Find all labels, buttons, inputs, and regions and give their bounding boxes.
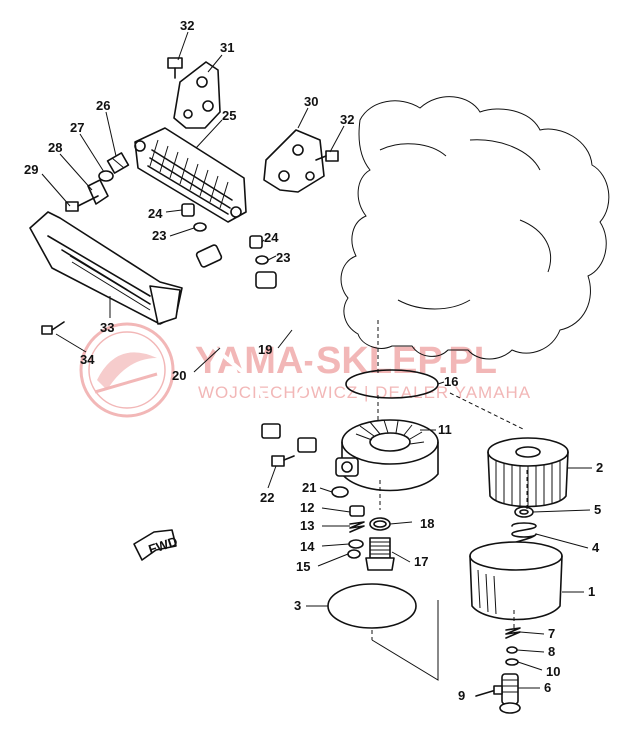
callout-10: 10: [546, 664, 560, 679]
oring-23-right: [255, 255, 269, 265]
callout-19: 19: [258, 342, 272, 357]
callout-17: 17: [414, 554, 428, 569]
fitting-27: [98, 170, 114, 182]
callout-22: 22: [260, 490, 274, 505]
callout-33: 33: [100, 320, 114, 335]
oil-cooler-25: [134, 127, 247, 223]
callout-23-left: 23: [152, 228, 166, 243]
callout-5: 5: [594, 502, 601, 517]
cap-12: [349, 505, 365, 517]
callout-30: 30: [304, 94, 318, 109]
callout-14: 14: [300, 539, 315, 554]
union-bolt-17: [365, 537, 395, 571]
callout-24-right: 24: [264, 230, 279, 245]
union-24-left: [181, 203, 195, 217]
callout-34: 34: [80, 352, 95, 367]
callout-8: 8: [548, 644, 555, 659]
callout-13: 13: [300, 518, 314, 533]
callout-20: 20: [172, 368, 186, 383]
callout-24-left: 24: [148, 206, 163, 221]
spring-7: [505, 627, 521, 639]
callout-32-top: 32: [180, 18, 194, 33]
callout-25: 25: [222, 108, 236, 123]
callout-29: 29: [24, 162, 38, 177]
callout-23-right: 23: [276, 250, 290, 265]
callout-16: 16: [444, 374, 458, 389]
screw-9: [475, 685, 503, 697]
callout-32-right: 32: [340, 112, 354, 127]
spring-13: [349, 521, 365, 533]
spring-4: [511, 522, 537, 545]
callout-27: 27: [70, 120, 84, 135]
washer-14: [348, 539, 364, 549]
bracket-31: [173, 61, 221, 129]
bolt-6: [499, 673, 521, 714]
bolt-22: [271, 455, 295, 467]
engine-outline: [340, 96, 610, 360]
fwd-arrow: FWD: [133, 529, 179, 561]
bolt-32-top: [167, 57, 183, 79]
clamp-28: [87, 179, 109, 205]
callout-11: 11: [438, 422, 452, 437]
callout-3: 3: [294, 598, 301, 613]
callout-6: 6: [544, 680, 551, 695]
fitting-26: [106, 152, 130, 174]
oring-18: [369, 517, 391, 531]
callout-31: 31: [220, 40, 234, 55]
callout-21: 21: [302, 480, 316, 495]
callout-1: 1: [588, 584, 595, 599]
callout-18: 18: [420, 516, 434, 531]
oil-pipe-19: [255, 271, 317, 453]
union-24-right: [249, 235, 263, 249]
callout-4: 4: [592, 540, 600, 555]
cooler-cover-33: [29, 211, 183, 325]
oring-23-left: [193, 222, 207, 232]
washer-5: [514, 506, 534, 518]
filter-cover-1: [469, 541, 563, 621]
bolt-29: [65, 195, 99, 212]
callout-15: 15: [296, 559, 310, 574]
screw-34: [41, 321, 65, 335]
callout-26: 26: [96, 98, 110, 113]
callout-9: 9: [458, 688, 465, 703]
watermark-logo: [79, 322, 175, 418]
filter-housing-11: [335, 419, 439, 492]
oring-3: [327, 583, 417, 629]
plug-21: [331, 486, 349, 498]
callout-28: 28: [48, 140, 62, 155]
bracket-30: [263, 129, 325, 193]
watermark-subtitle: WOJCIECHOWICZ | DEALER YAMAHA: [198, 383, 531, 402]
callout-12: 12: [300, 500, 314, 515]
callout-7: 7: [548, 626, 555, 641]
leader-lines: [41, 31, 592, 689]
bolt-32-right: [315, 150, 339, 162]
clip-15: [347, 549, 361, 559]
oil-pipe-20: [187, 244, 281, 439]
callout-2: 2: [596, 460, 603, 475]
callout-labels: 32 31 26 25 30 32 27 28 29 24 23 24 23 3…: [24, 18, 603, 703]
filter-element-2: [487, 437, 569, 508]
oring-10: [505, 658, 519, 666]
washer-8: [506, 646, 518, 654]
